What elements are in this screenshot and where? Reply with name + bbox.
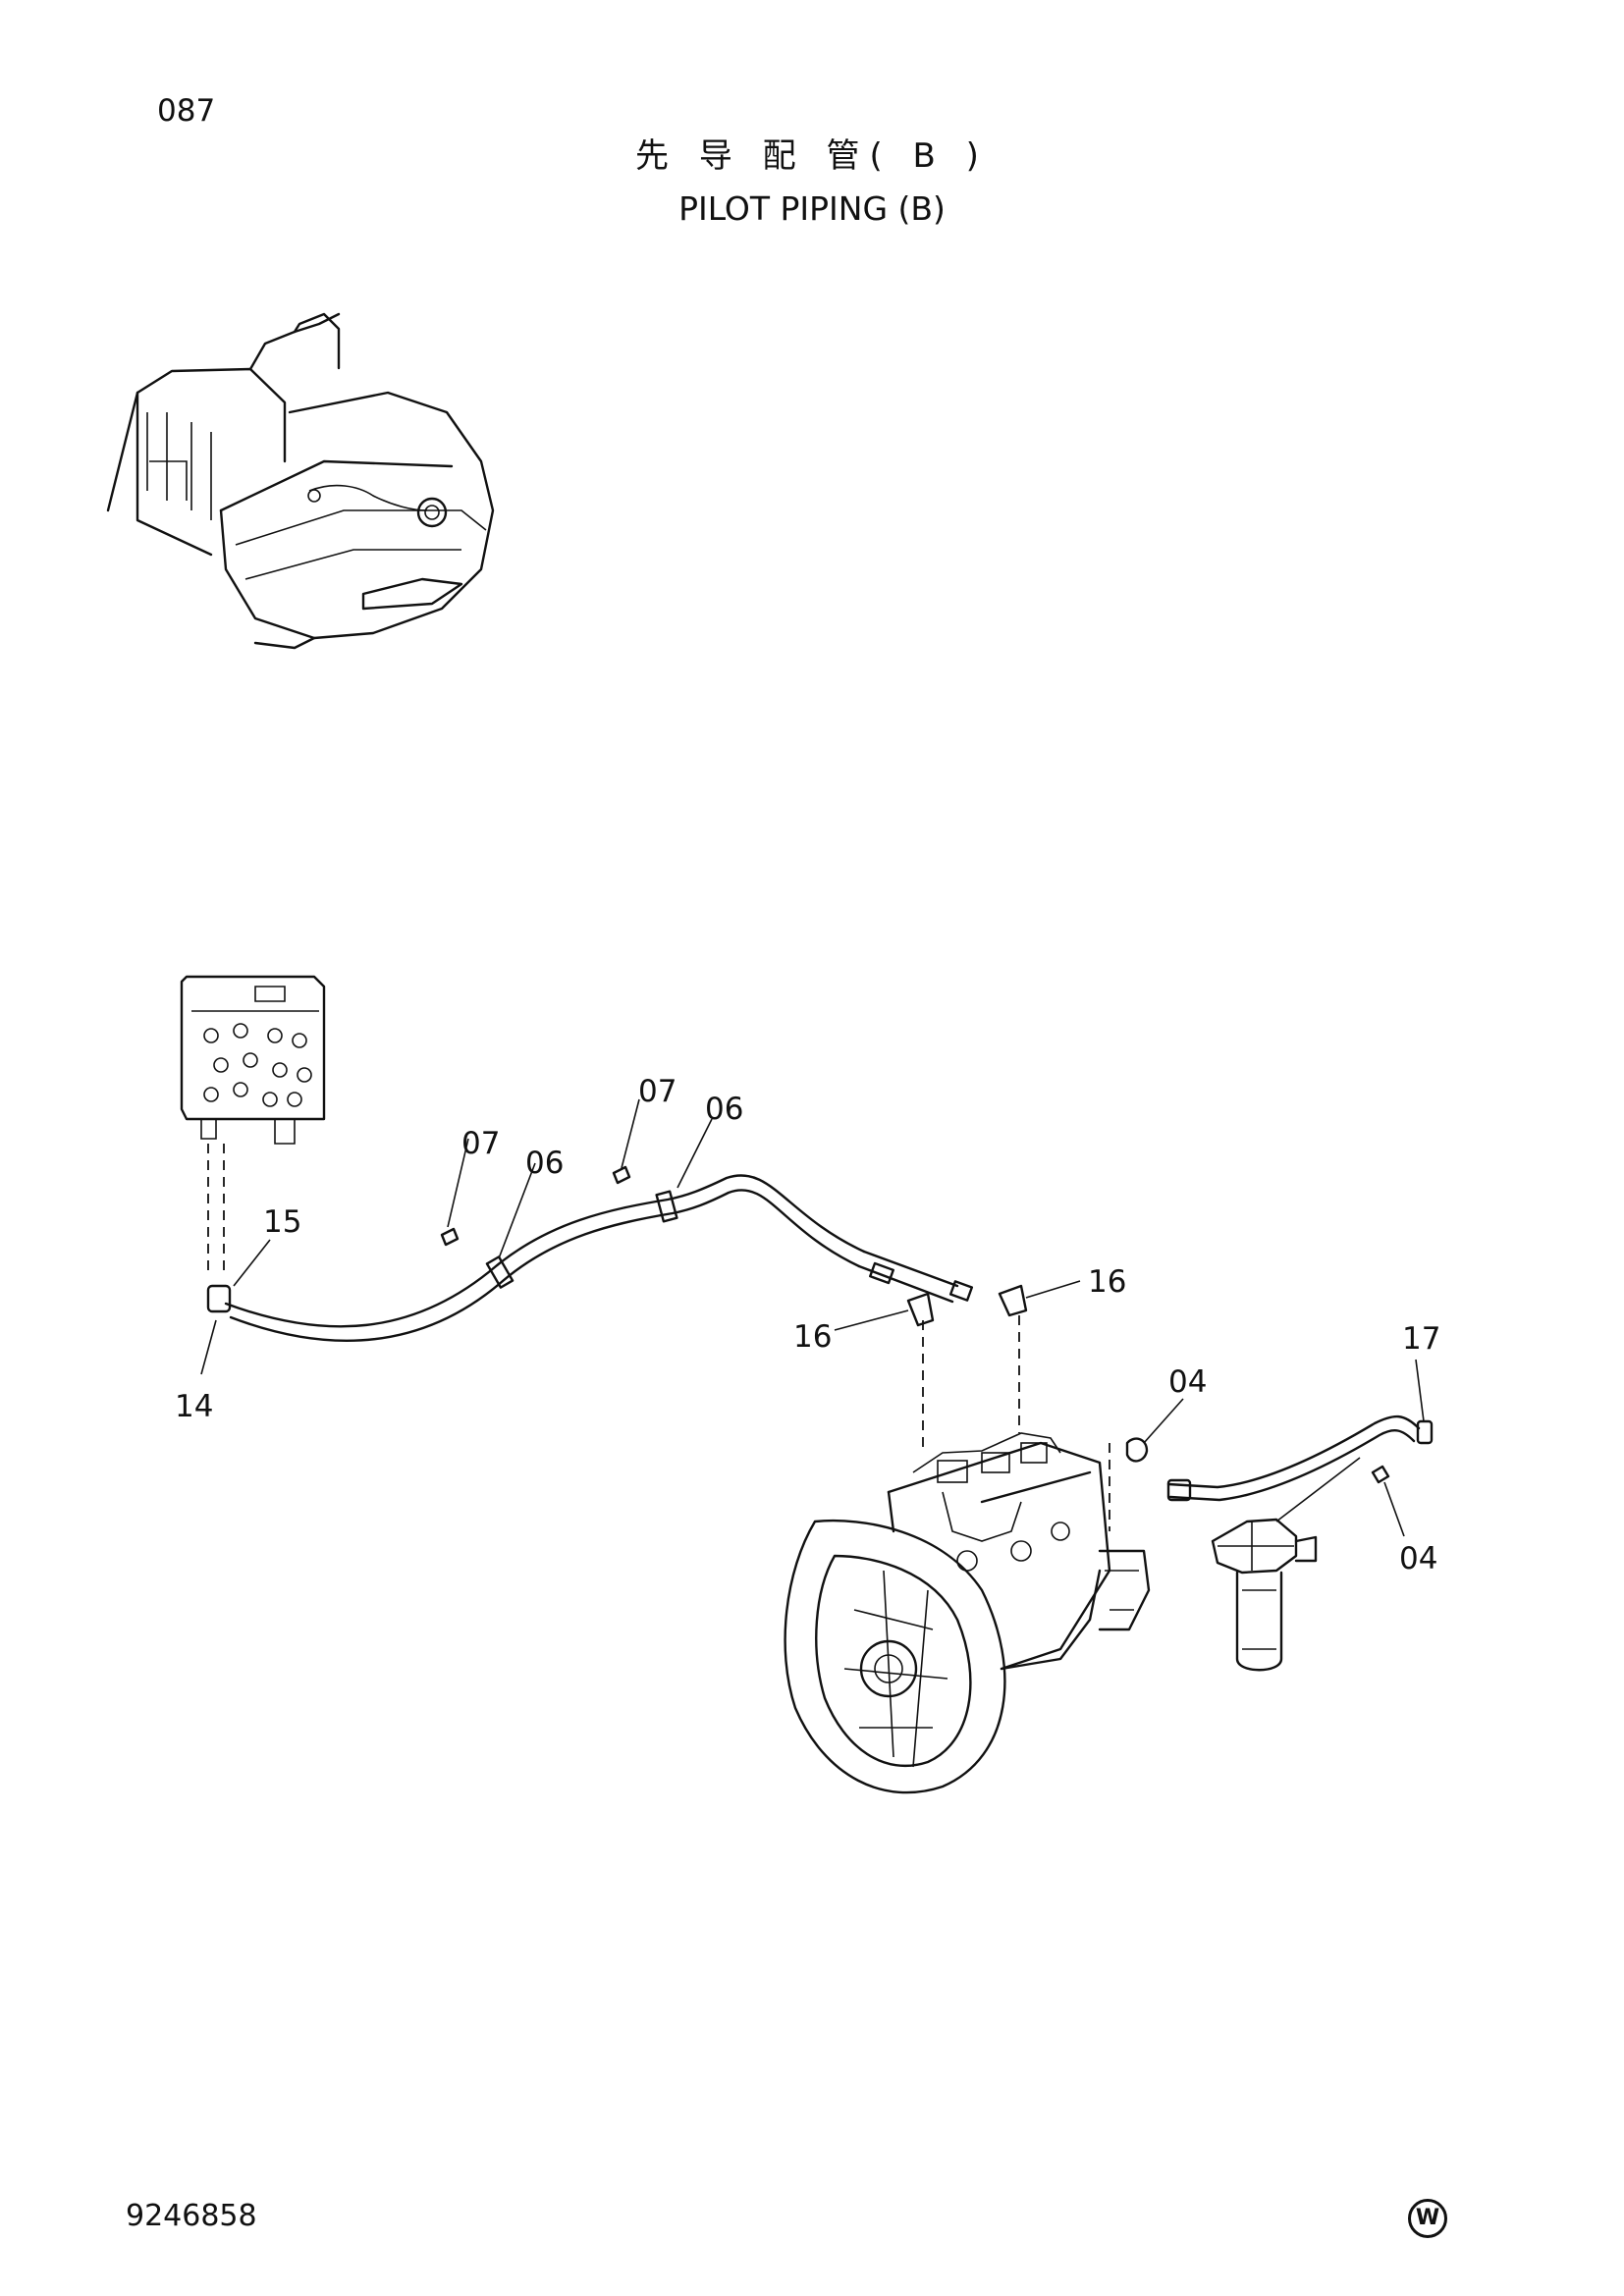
callout-labels: 07 06 07 06 15 14 16 16 04 17 04 xyxy=(175,1074,1440,1576)
fittings xyxy=(440,1165,1390,1484)
revision-mark: W xyxy=(1408,2199,1447,2238)
drawing-number: 9246858 xyxy=(126,2199,257,2233)
callout-07-left: 07 xyxy=(461,1126,500,1161)
pilot-valve-block xyxy=(180,975,326,1145)
page-number: 087 xyxy=(157,93,216,129)
leader-lines xyxy=(200,1098,1425,1537)
callout-16-left: 16 xyxy=(793,1319,832,1355)
callout-14: 14 xyxy=(175,1389,213,1424)
callout-06-left: 06 xyxy=(525,1146,564,1181)
excavator-locator-view xyxy=(106,312,495,650)
title-chinese: 先 导 配 管( B ) xyxy=(635,136,989,176)
callout-07-right: 07 xyxy=(638,1074,677,1109)
callout-04-bottom: 04 xyxy=(1399,1541,1437,1576)
callout-15: 15 xyxy=(263,1204,301,1240)
title-english: PILOT PIPING (B) xyxy=(678,189,946,228)
callout-06-right: 06 xyxy=(705,1092,743,1127)
pilot-filter xyxy=(1211,1518,1318,1672)
callout-17: 17 xyxy=(1402,1321,1440,1357)
assembly-guide-lines xyxy=(207,1144,1110,1531)
callout-16-right: 16 xyxy=(1088,1264,1126,1300)
hydraulic-pump-assembly xyxy=(784,1432,1151,1794)
callout-04-top: 04 xyxy=(1168,1364,1207,1400)
pilot-hose-main xyxy=(206,1174,974,1343)
return-hose xyxy=(1166,1415,1434,1502)
